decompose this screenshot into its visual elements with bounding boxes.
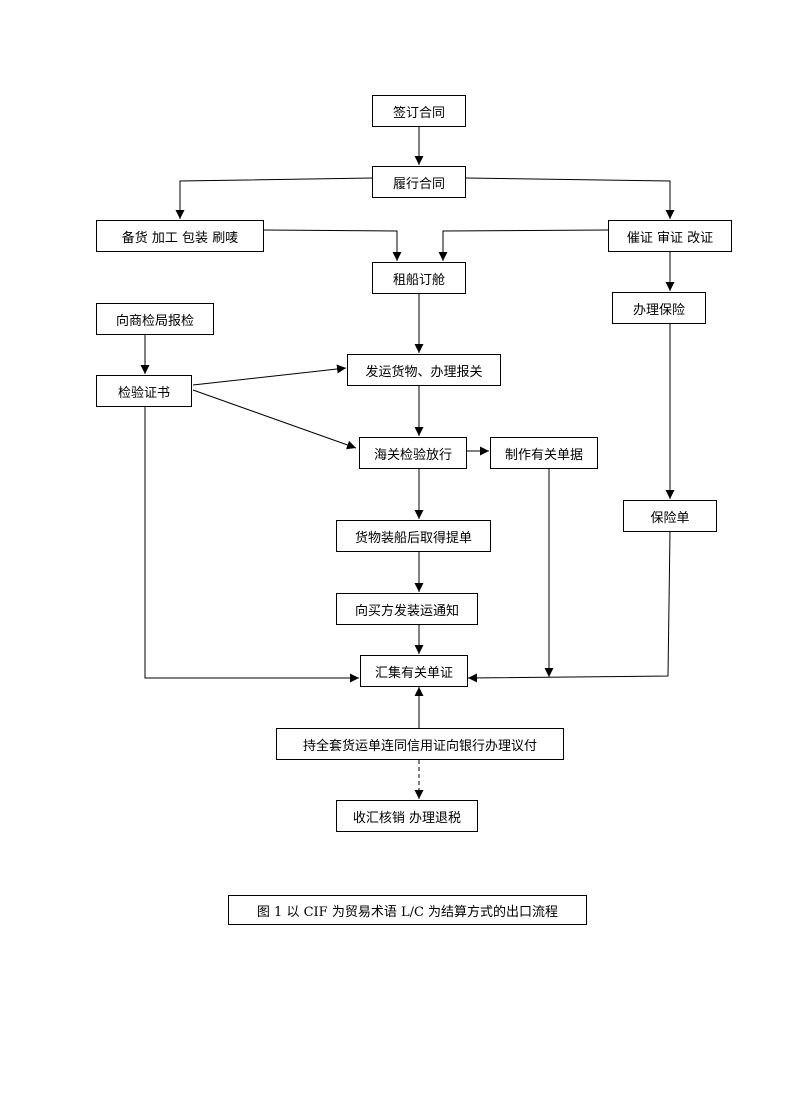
node-charter-ship: 租船订舱 <box>372 262 466 294</box>
node-insurance-policy: 保险单 <box>623 500 717 532</box>
node-sign-contract: 签订合同 <box>372 95 466 127</box>
node-perform-contract: 履行合同 <box>372 166 466 198</box>
node-negotiate-bank: 持全套货运单连同信用证向银行办理议付 <box>276 728 564 760</box>
arrow-prepare-to-charter <box>263 229 402 261</box>
figure-caption: 图 1 以 CIF 为贸易术语 L/C 为结算方式的出口流程 <box>228 895 587 925</box>
arrow-perform-to-prepare <box>175 177 373 219</box>
arrow-perform-to-urge <box>465 177 675 219</box>
node-bill-of-lading: 货物装船后取得提单 <box>336 520 491 552</box>
node-apply-inspection: 向商检局报检 <box>96 303 214 335</box>
node-make-documents: 制作有关单据 <box>490 437 598 469</box>
node-prepare-goods: 备货 加工 包装 刷唛 <box>96 220 264 252</box>
node-inspection-cert: 检验证书 <box>96 375 192 407</box>
arrow-policy-to-collect <box>467 530 671 683</box>
node-urge-lc: 催证 审证 改证 <box>608 220 732 252</box>
node-ship-customs: 发运货物、办理报关 <box>347 354 501 386</box>
node-customs-release: 海关检验放行 <box>359 437 467 469</box>
arrow-urge-to-charter <box>438 229 609 261</box>
arrow-cert-to-ship <box>192 364 347 386</box>
node-settle-tax: 收汇核销 办理退税 <box>336 800 478 832</box>
arrow-cert-to-collect <box>144 406 359 683</box>
node-shipping-notice: 向买方发装运通知 <box>336 593 478 625</box>
node-insurance: 办理保险 <box>612 292 706 324</box>
node-collect-documents: 汇集有关单证 <box>360 655 468 687</box>
arrow-cert-to-customs <box>192 389 357 450</box>
